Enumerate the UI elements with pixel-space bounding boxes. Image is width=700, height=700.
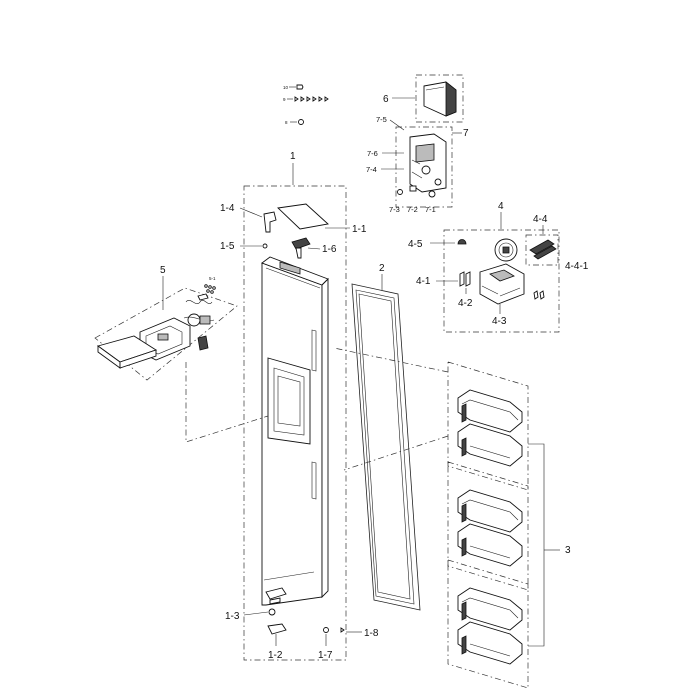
label-10: 10 bbox=[283, 85, 289, 90]
screw-cluster-icon bbox=[204, 284, 216, 294]
label-4-1: 4-1 bbox=[416, 276, 431, 287]
label-1-1: 1-1 bbox=[352, 224, 367, 235]
label-7-5: 7-5 bbox=[376, 115, 387, 124]
part-2-gasket: 2 bbox=[351, 263, 421, 611]
guard-bin-pair-middle bbox=[457, 489, 523, 567]
label-4-2: 4-2 bbox=[458, 298, 473, 309]
label-4-3: 4-3 bbox=[492, 316, 507, 327]
label-1: 1 bbox=[290, 151, 296, 162]
label-8: 8 bbox=[285, 120, 288, 125]
screw-row-icon bbox=[294, 96, 329, 102]
label-4-4-1: 4-4-1 bbox=[565, 261, 589, 272]
label-1-7: 1-7 bbox=[318, 650, 333, 661]
label-4-5: 4-5 bbox=[408, 239, 423, 250]
label-2: 2 bbox=[379, 263, 385, 274]
label-4: 4 bbox=[498, 201, 504, 212]
label-1-8: 1-8 bbox=[364, 628, 379, 639]
label-7-1: 7-1 bbox=[425, 205, 436, 214]
label-7: 7 bbox=[463, 128, 469, 139]
label-1-4: 1-4 bbox=[220, 203, 235, 214]
label-7-2: 7-2 bbox=[407, 205, 418, 214]
label-5: 5 bbox=[160, 265, 166, 276]
label-5-1: 5-1 bbox=[209, 276, 216, 281]
label-7-6: 7-6 bbox=[367, 149, 378, 158]
knob-icon bbox=[457, 239, 467, 245]
label-1-5: 1-5 bbox=[220, 241, 235, 252]
label-7-4: 7-4 bbox=[366, 165, 377, 174]
guard-bin-pair-bottom bbox=[457, 587, 523, 665]
part-5-dispenser-group: 5 5-1 bbox=[94, 265, 269, 443]
part-3-guards-group: 3 bbox=[333, 347, 571, 689]
part-1-door-group: 1 1-1 1-4 1-5 1-6 bbox=[220, 151, 379, 661]
label-1-3: 1-3 bbox=[225, 611, 240, 622]
part-7-assembly: 7 7-5 7-6 7-4 7-3 7-2 7-1 bbox=[366, 115, 469, 214]
label-3: 3 bbox=[565, 545, 571, 556]
label-1-2: 1-2 bbox=[268, 650, 283, 661]
label-6: 6 bbox=[383, 94, 389, 105]
screw-icon bbox=[298, 119, 304, 125]
label-4-4: 4-4 bbox=[533, 214, 548, 225]
label-1-6: 1-6 bbox=[322, 244, 337, 255]
label-9: 9 bbox=[283, 97, 286, 102]
label-7-3: 7-3 bbox=[389, 205, 400, 214]
screw-pair-icon bbox=[533, 290, 545, 300]
part-4-icemaker-group: 4 4-5 4-4 4-4-1 4-1 4-2 4-3 bbox=[408, 201, 589, 333]
screw-group-top: 10 9 8 bbox=[283, 84, 329, 125]
guard-bin-pair-top bbox=[457, 389, 523, 467]
door-panel bbox=[261, 256, 329, 606]
part-6-cover: 6 bbox=[383, 74, 464, 123]
